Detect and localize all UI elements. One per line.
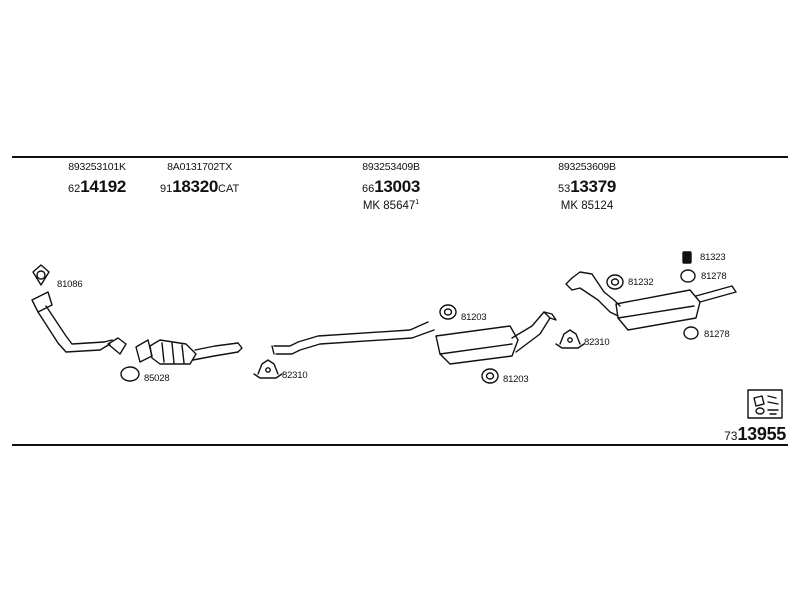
header-middle-silencer: 893253409B 6613003 MK 856471 xyxy=(362,162,420,212)
ring-front-icon[interactable] xyxy=(120,366,140,382)
ring-rear-bottom-icon[interactable] xyxy=(683,326,699,340)
bottom-rule xyxy=(12,444,788,446)
intermediate-pipe[interactable] xyxy=(271,321,435,355)
oe-number: 893253609B xyxy=(558,161,616,173)
clip-rear-icon[interactable] xyxy=(682,251,692,264)
front-pipe[interactable] xyxy=(31,291,127,355)
mounting-kit: MK 85124 xyxy=(560,199,614,212)
header-rear-silencer: 893253609B 5313379 MK 85124 xyxy=(558,162,616,212)
header-catalyst: 8A0131702TX 9118320CAT xyxy=(160,162,239,195)
label-clip-rear: 81323 xyxy=(700,252,726,263)
mounting-kit-number[interactable]: 7313955 xyxy=(724,424,786,444)
label-mount-middle-top: 81203 xyxy=(461,312,487,323)
middle-silencer[interactable] xyxy=(435,311,557,365)
mounting-kit: MK 856471 xyxy=(362,198,420,212)
rear-silencer[interactable] xyxy=(565,271,737,331)
catalytic-converter[interactable] xyxy=(135,339,243,365)
label-clamp-1: 82310 xyxy=(282,370,308,381)
ring-rear-top-icon[interactable] xyxy=(680,269,696,283)
label-mount-middle-bottom: 81203 xyxy=(503,374,529,385)
label-mount-rear: 81232 xyxy=(628,277,654,288)
clamp-2-icon[interactable] xyxy=(555,329,585,349)
gasket-front-icon[interactable] xyxy=(32,264,50,286)
label-ring-front: 85028 xyxy=(144,373,170,384)
top-rule xyxy=(12,156,788,158)
clamp-1-icon[interactable] xyxy=(253,359,283,379)
header-front-pipe: 893253101K 6214192 xyxy=(68,162,126,195)
oe-number: 893253409B xyxy=(362,161,420,173)
oe-number: 893253101K xyxy=(68,161,126,173)
part-number[interactable]: 6613003 xyxy=(362,176,421,196)
part-number[interactable]: 9118320CAT xyxy=(160,176,240,196)
oe-number: 8A0131702TX xyxy=(167,161,233,173)
mount-middle-top-icon[interactable] xyxy=(439,304,457,320)
part-number[interactable]: 6214192 xyxy=(68,176,127,196)
part-number[interactable]: 5313379 xyxy=(558,176,617,196)
mounting-kit-icon[interactable] xyxy=(747,389,783,419)
label-clamp-2: 82310 xyxy=(584,337,610,348)
label-ring-rear-bottom: 81278 xyxy=(704,329,730,340)
label-ring-rear-top: 81278 xyxy=(701,271,727,282)
label-gasket-front: 81086 xyxy=(57,279,83,290)
mount-rear-icon[interactable] xyxy=(606,274,624,290)
mount-middle-bottom-icon[interactable] xyxy=(481,368,499,384)
